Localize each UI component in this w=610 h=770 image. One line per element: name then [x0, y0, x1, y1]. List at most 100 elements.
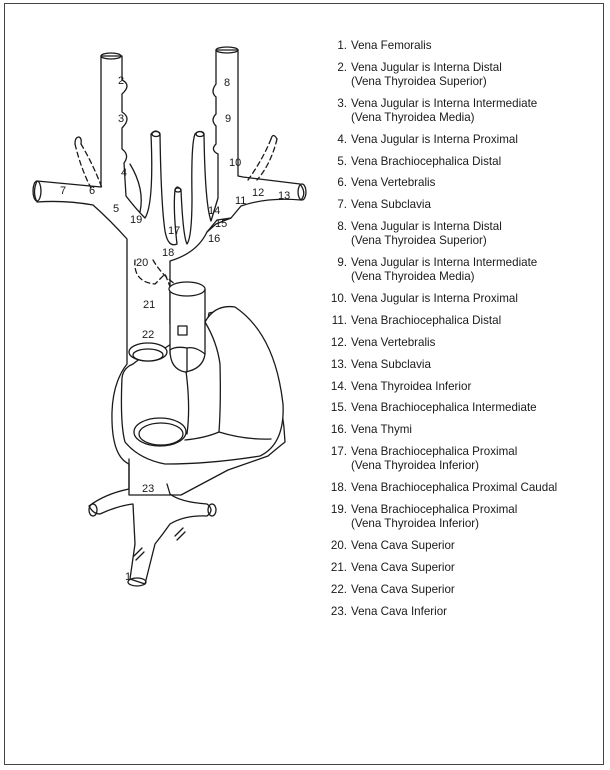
legend-item: 9.Vena Jugular is Interna Intermediate(V…: [323, 256, 603, 284]
femoral-left-end: [89, 504, 97, 516]
legend-item-text: Vena Brachiocephalica Proximal(Vena Thyr…: [347, 503, 517, 531]
legend-item-text: Vena Cava Inferior: [347, 605, 447, 619]
legend-item-number: 22.: [323, 583, 347, 597]
legend-item-text: Vena Subclavia: [347, 198, 431, 212]
legend-item-text: Vena Subclavia: [347, 358, 431, 372]
legend-item-number: 10.: [323, 292, 347, 306]
legend-item-number: 19.: [323, 503, 347, 531]
diagram-label-17: 17: [168, 225, 180, 237]
legend-item-number: 18.: [323, 481, 347, 495]
diagram-label-7: 7: [60, 185, 66, 197]
legend-item: 22.Vena Cava Superior: [323, 583, 603, 597]
legend-item-text: Vena Jugular is Interna Intermediate(Ven…: [347, 97, 537, 125]
legend-item: 6. Vena Vertebralis: [323, 176, 603, 190]
diagram-label-12: 12: [252, 187, 264, 199]
legend-item-text: Vena Brachiocephalica Distal: [347, 155, 501, 169]
diagram-label-3: 3: [118, 113, 124, 125]
diagram-label-15: 15: [215, 218, 227, 230]
diagram-label-5: 5: [113, 203, 119, 215]
thyroid-center-top: [175, 188, 181, 192]
diagram-label-19: 19: [130, 214, 142, 226]
legend-item-number: 16.: [323, 423, 347, 437]
vertebralis-left: [75, 144, 91, 188]
legend-item-line1: Vena Subclavia: [351, 198, 431, 211]
legend-item: 5.Vena Brachiocephalica Distal: [323, 155, 603, 169]
legend-item-line2: (Vena Thyroidea Media): [351, 111, 537, 125]
legend-item-number: 21.: [323, 561, 347, 575]
ivc-outline: [89, 459, 211, 584]
cut-mark-1: [134, 548, 144, 560]
legend-item-number: 8.: [323, 220, 347, 248]
legend-item-text: Vena Jugular is Interna Intermediate(Ven…: [347, 256, 537, 284]
vertebralis-right: [248, 139, 271, 180]
legend-item-line2: (Vena Thyroidea Media): [351, 270, 537, 284]
diagram-label-14: 14: [208, 205, 220, 217]
legend-item-text: Vena Cava Superior: [347, 561, 455, 575]
legend-item: 13.Vena Subclavia: [323, 358, 603, 372]
legend-item: 18. Vena Brachiocephalica Proximal Caudal: [323, 481, 603, 495]
vertebralis-left-cap: [75, 137, 81, 144]
legend-item: 11. Vena Brachiocephalica Distal: [323, 314, 603, 328]
legend-item-line1: Vena Jugular is Interna Proximal: [351, 292, 518, 305]
diagram-label-6: 6: [89, 185, 95, 197]
legend-item-line1: Vena Vertebralis: [351, 176, 435, 189]
legend-item-number: 1.: [323, 39, 347, 53]
legend-item-text: Vena Cava Superior: [347, 583, 455, 597]
legend-item: 3.Vena Jugular is Interna Intermediate(V…: [323, 97, 603, 125]
legend-item-text: Vena Brachiocephalica Proximal(Vena Thyr…: [347, 445, 517, 473]
legend-item-line2: (Vena Thyroidea Superior): [351, 75, 502, 89]
legend-item-line1: Vena Jugular is Interna Distal: [351, 61, 502, 74]
legend-item: 20.Vena Cava Superior: [323, 539, 603, 553]
diagram-label-13: 13: [278, 190, 290, 202]
legend-item: 12.Vena Vertebralis: [323, 336, 603, 350]
legend-item-text: Vena Jugular is Interna Distal(Vena Thyr…: [347, 61, 502, 89]
diagram-label-9: 9: [225, 113, 231, 125]
legend-item: 10. Vena Jugular is Interna Proximal: [323, 292, 603, 306]
svc-dashed-path-b: [153, 260, 175, 284]
legend-item-number: 11.: [323, 314, 347, 328]
legend-item-line1: Vena Jugular is Interna Distal: [351, 220, 502, 233]
legend-item-text: Vena Jugular is Interna Distal(Vena Thyr…: [347, 220, 502, 248]
femoral-right-end: [208, 504, 216, 516]
legend-item-text: Vena Vertebralis: [347, 336, 435, 350]
legend-item-line1: Vena Brachiocephalica Intermediate: [351, 401, 537, 414]
legend-item-line2: (Vena Thyroidea Inferior): [351, 517, 517, 531]
legend-item: 7. Vena Subclavia: [323, 198, 603, 212]
legend-item-line1: Vena Brachiocephalica Distal: [351, 155, 501, 168]
legend-item-number: 4.: [323, 133, 347, 147]
thyroid-left-top: [152, 132, 160, 137]
legend-item-number: 6.: [323, 176, 347, 190]
svc-opening-inner: [133, 349, 163, 361]
legend-item-line2: (Vena Thyroidea Superior): [351, 234, 502, 248]
legend-item-text: Vena Cava Superior: [347, 539, 455, 553]
legend-item-line1: Vena Brachiocephalica Proximal Caudal: [351, 481, 557, 494]
legend-item-line1: Vena Jugular is Interna Intermediate: [351, 256, 537, 269]
diagram-label-8: 8: [224, 77, 230, 89]
legend-item-line1: Vena Brachiocephalica Distal: [351, 314, 501, 327]
legend-item: 4.Vena Jugular is Interna Proximal: [323, 133, 603, 147]
legend-item-text: Vena Thymi: [347, 423, 412, 437]
legend-item-number: 9.: [323, 256, 347, 284]
legend-item-number: 17.: [323, 445, 347, 473]
legend-item-number: 23.: [323, 605, 347, 619]
legend-item-text: Vena Jugular is Interna Proximal: [347, 133, 518, 147]
diagram-label-1: 1: [125, 571, 131, 583]
diagram-label-10: 10: [229, 157, 241, 169]
legend-item-number: 12.: [323, 336, 347, 350]
ascending-aorta-top: [169, 282, 205, 296]
legend-item-line2: (Vena Thyroidea Inferior): [351, 459, 517, 473]
legend-item-number: 7.: [323, 198, 347, 212]
legend-item-text: Vena Brachiocephalica Distal: [347, 314, 501, 328]
legend-item-number: 20.: [323, 539, 347, 553]
legend-item-line1: Vena Brachiocephalica Proximal: [351, 503, 517, 516]
legend-item-text: Vena Thyroidea Inferior: [347, 380, 471, 394]
legend-item-number: 14.: [323, 380, 347, 394]
legend-item-number: 3.: [323, 97, 347, 125]
vertebralis-right-b: [257, 139, 277, 180]
diagram-label-4: 4: [121, 167, 127, 179]
legend-item: 1.Vena Femoralis: [323, 39, 603, 53]
legend-item-text: Vena Brachiocephalica Proximal Caudal: [347, 481, 557, 495]
